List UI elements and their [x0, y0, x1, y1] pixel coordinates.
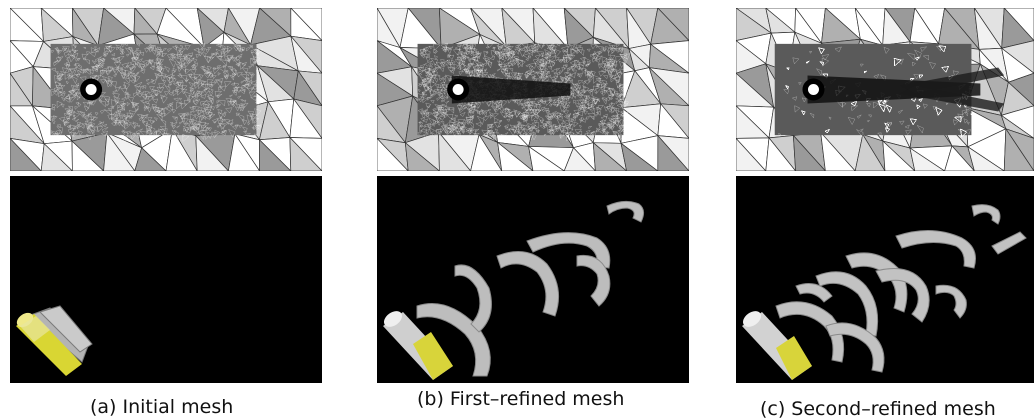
panel-c: (c) Second–refined mesh — [736, 8, 1034, 420]
panel-b: (b) First–refined mesh — [377, 8, 689, 418]
vortex-tubes — [416, 200, 645, 377]
vortex-render-initial — [10, 176, 322, 383]
vortex-render-second-refined — [736, 176, 1034, 383]
mesh-plot-second-refined — [736, 8, 1034, 171]
vortex-render-first-refined — [377, 176, 689, 383]
mesh-plot-initial — [10, 8, 322, 171]
cylinder-cross-section — [85, 84, 97, 95]
caption-b: (b) First–refined mesh — [417, 388, 625, 410]
caption-c: (c) Second–refined mesh — [760, 398, 996, 420]
mesh-plot-first-refined — [377, 8, 689, 171]
panel-a: (a) Initial mesh — [10, 8, 322, 418]
cylinder-cross-section — [807, 84, 819, 95]
cylinder — [383, 311, 453, 380]
cylinder — [742, 311, 812, 380]
vortex-tubes — [775, 204, 1027, 373]
cylinder — [16, 312, 82, 376]
cylinder-cross-section — [452, 84, 464, 95]
caption-a: (a) Initial mesh — [90, 396, 234, 418]
